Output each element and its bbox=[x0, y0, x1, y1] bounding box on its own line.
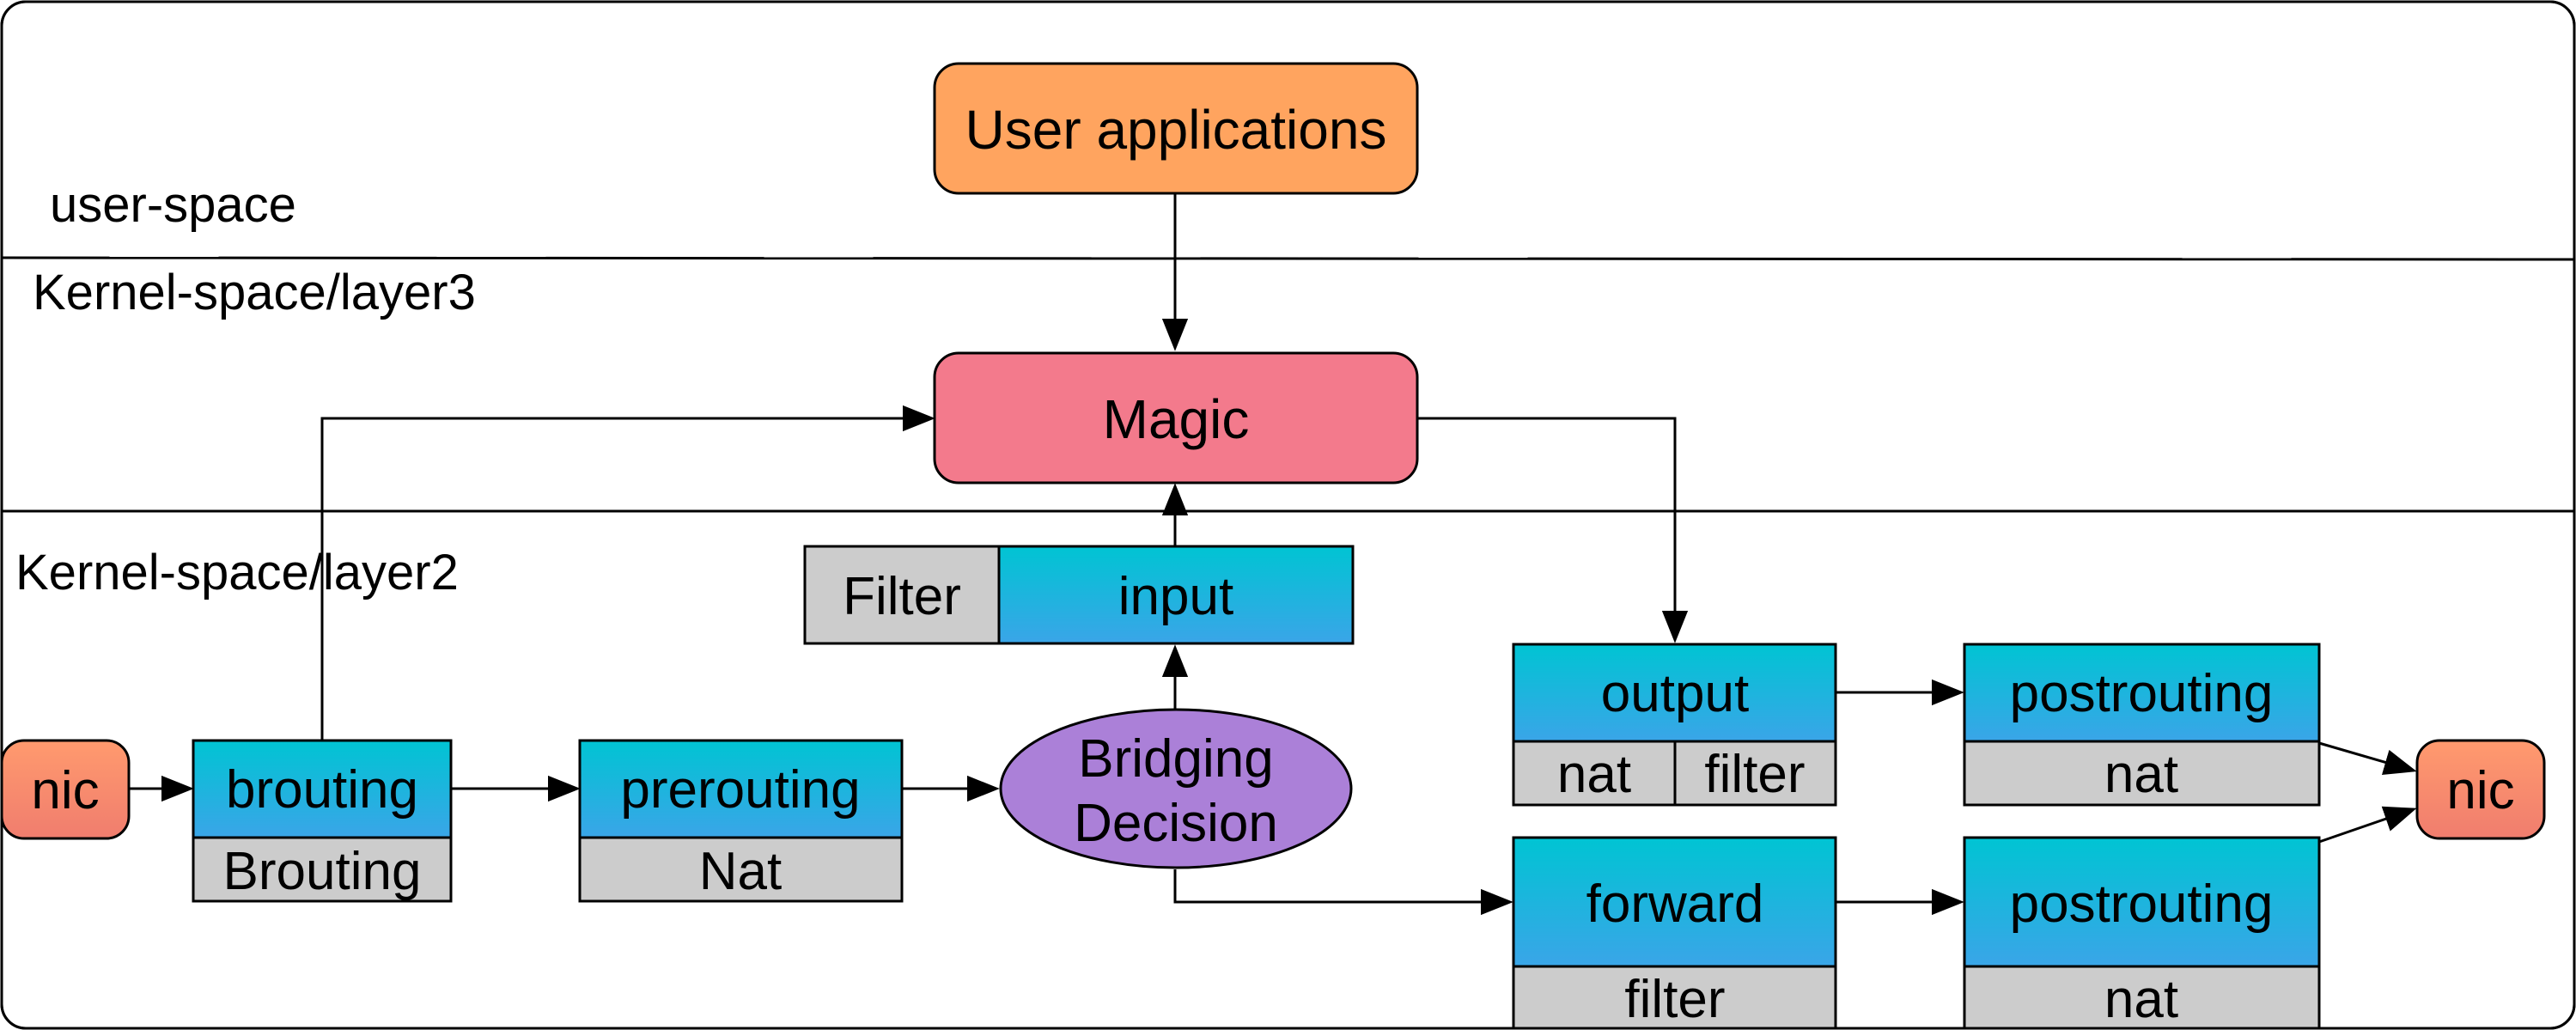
chain-forward: forward filter bbox=[1512, 836, 1837, 1030]
zone-label-kernel-l3: Kernel-space/layer3 bbox=[33, 265, 476, 320]
chain-postrouting-fwd-table: nat bbox=[2104, 970, 2178, 1029]
magic-node: Magic bbox=[933, 351, 1419, 485]
chain-postrouting-out-name: postrouting bbox=[2010, 664, 2274, 723]
edge-brouting-magic bbox=[320, 405, 935, 741]
nic-in-node: nic bbox=[0, 739, 131, 840]
chain-prerouting: prerouting Nat bbox=[578, 739, 904, 903]
chain-postrouting-fwd-name: postrouting bbox=[2010, 875, 2274, 934]
chain-prerouting-table: Nat bbox=[699, 842, 782, 901]
chain-brouting-name: brouting bbox=[226, 760, 418, 820]
chain-prerouting-name: prerouting bbox=[620, 760, 860, 820]
bridging-decision-node: Bridging Decision bbox=[999, 708, 1353, 869]
chain-output: output nat filter bbox=[1512, 643, 1837, 807]
chain-brouting-table: Brouting bbox=[223, 842, 422, 901]
chain-output-name: output bbox=[1601, 664, 1749, 723]
edge-decision-forward bbox=[1173, 869, 1513, 916]
edge-postrouting-nic-upper bbox=[2318, 741, 2417, 776]
chain-output-table-filter: filter bbox=[1704, 745, 1805, 804]
chain-postrouting-fwd: postrouting nat bbox=[1963, 836, 2321, 1030]
chain-forward-name: forward bbox=[1586, 875, 1764, 934]
user-applications-node: User applications bbox=[933, 62, 1419, 195]
edge-magic-output bbox=[1417, 417, 1689, 643]
nic-out-node: nic bbox=[2415, 739, 2546, 840]
nic-out-label: nic bbox=[2446, 761, 2514, 820]
zone-label-kernel-l2: Kernel-space/layer2 bbox=[15, 545, 459, 600]
bridging-decision-label-line2: Decision bbox=[1074, 794, 1278, 853]
chain-input: Filter input bbox=[803, 545, 1355, 645]
zone-label-user-space: user-space bbox=[50, 177, 296, 233]
chain-postrouting-out-table: nat bbox=[2104, 745, 2178, 804]
chain-output-table-nat: nat bbox=[1557, 745, 1631, 804]
chain-input-table: Filter bbox=[843, 567, 961, 626]
user-applications-label: User applications bbox=[965, 99, 1387, 161]
nic-in-label: nic bbox=[31, 761, 99, 820]
chain-input-name: input bbox=[1118, 567, 1233, 626]
bridging-decision-label-line1: Bridging bbox=[1078, 729, 1273, 789]
chain-forward-table: filter bbox=[1624, 970, 1725, 1029]
magic-label: Magic bbox=[1103, 388, 1250, 450]
chain-postrouting-out: postrouting nat bbox=[1963, 643, 2321, 807]
zone-divider-user-kernel bbox=[1, 256, 2575, 261]
edge-postrouting-nic-lower bbox=[2318, 806, 2417, 844]
chain-brouting: brouting Brouting bbox=[192, 739, 453, 903]
